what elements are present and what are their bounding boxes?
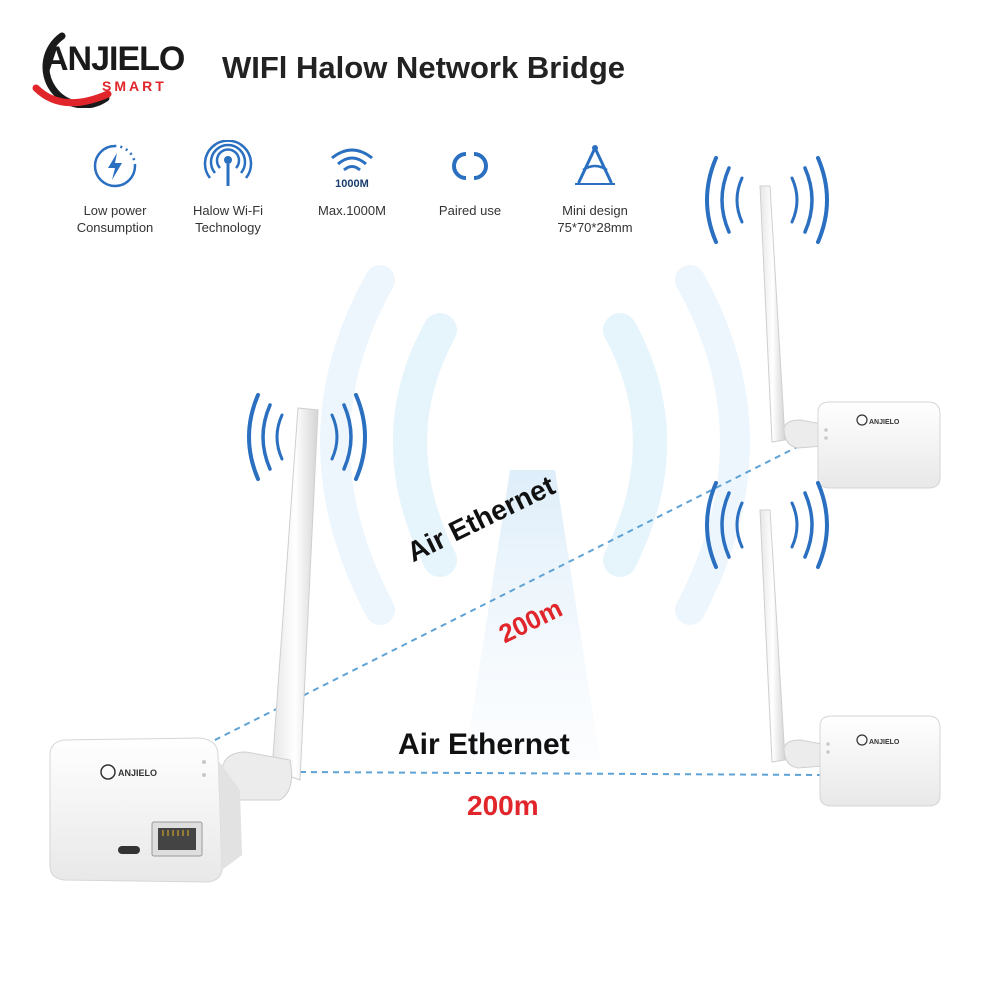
feature-label: Halow Wi-Fi Technology bbox=[192, 203, 264, 235]
device-logo-icon bbox=[856, 734, 868, 746]
feature-max-speed: 1000M Max.1000M bbox=[297, 140, 407, 219]
feature-low-power: Low power Consumption bbox=[60, 140, 170, 236]
lower-device-logo: ANJIELO bbox=[869, 739, 900, 746]
link-distance-lower: 200m bbox=[467, 790, 539, 821]
feature-label: Low power Consumption bbox=[76, 203, 154, 235]
link-line-lower bbox=[299, 771, 821, 776]
main-device-antenna bbox=[221, 407, 319, 801]
broadcast-antenna-icon bbox=[203, 140, 253, 186]
main-device-logo: ANJIELO bbox=[118, 768, 157, 778]
device-logo-icon bbox=[100, 764, 116, 780]
upper-device-antenna bbox=[759, 185, 823, 449]
wifi-signal-icon: 1000M bbox=[331, 148, 373, 190]
upper-device-box: ANJIELO bbox=[817, 401, 941, 489]
device-logo-icon bbox=[856, 414, 868, 426]
feature-label: Mini design 75*70*28mm bbox=[557, 203, 633, 235]
lightning-bolt-icon bbox=[93, 144, 137, 188]
upper-device-logo: ANJIELO bbox=[869, 419, 900, 426]
paired-link-icon bbox=[452, 152, 488, 180]
main-device-box: ANJIELO bbox=[49, 737, 242, 883]
main-device-signal-icon bbox=[247, 393, 367, 481]
speed-badge: 1000M bbox=[335, 178, 369, 190]
feature-label: Max.1000M bbox=[318, 203, 386, 218]
link-line-upper bbox=[204, 437, 816, 746]
brand-subtitle: SMART bbox=[102, 78, 167, 94]
feature-mini-design: Mini design 75*70*28mm bbox=[540, 140, 650, 236]
mini-design-icon bbox=[575, 145, 615, 185]
link-label-lower: Air Ethernet bbox=[398, 728, 570, 761]
lower-device-signal-icon bbox=[705, 481, 829, 569]
logo-swoosh-icon bbox=[32, 32, 112, 108]
feature-paired-use: Paired use bbox=[415, 140, 525, 219]
feature-halow-wifi: Halow Wi-Fi Technology bbox=[173, 140, 283, 236]
brand-logo: ANJIELO SMART bbox=[22, 28, 197, 108]
page-title: WIFl Halow Network Bridge bbox=[222, 50, 626, 85]
upper-device-signal-icon bbox=[705, 156, 829, 244]
feature-label: Paired use bbox=[438, 203, 502, 218]
lower-device-box: ANJIELO bbox=[819, 715, 941, 807]
brand-name: ANJIELO bbox=[44, 40, 185, 78]
lower-device-antenna bbox=[759, 509, 823, 769]
